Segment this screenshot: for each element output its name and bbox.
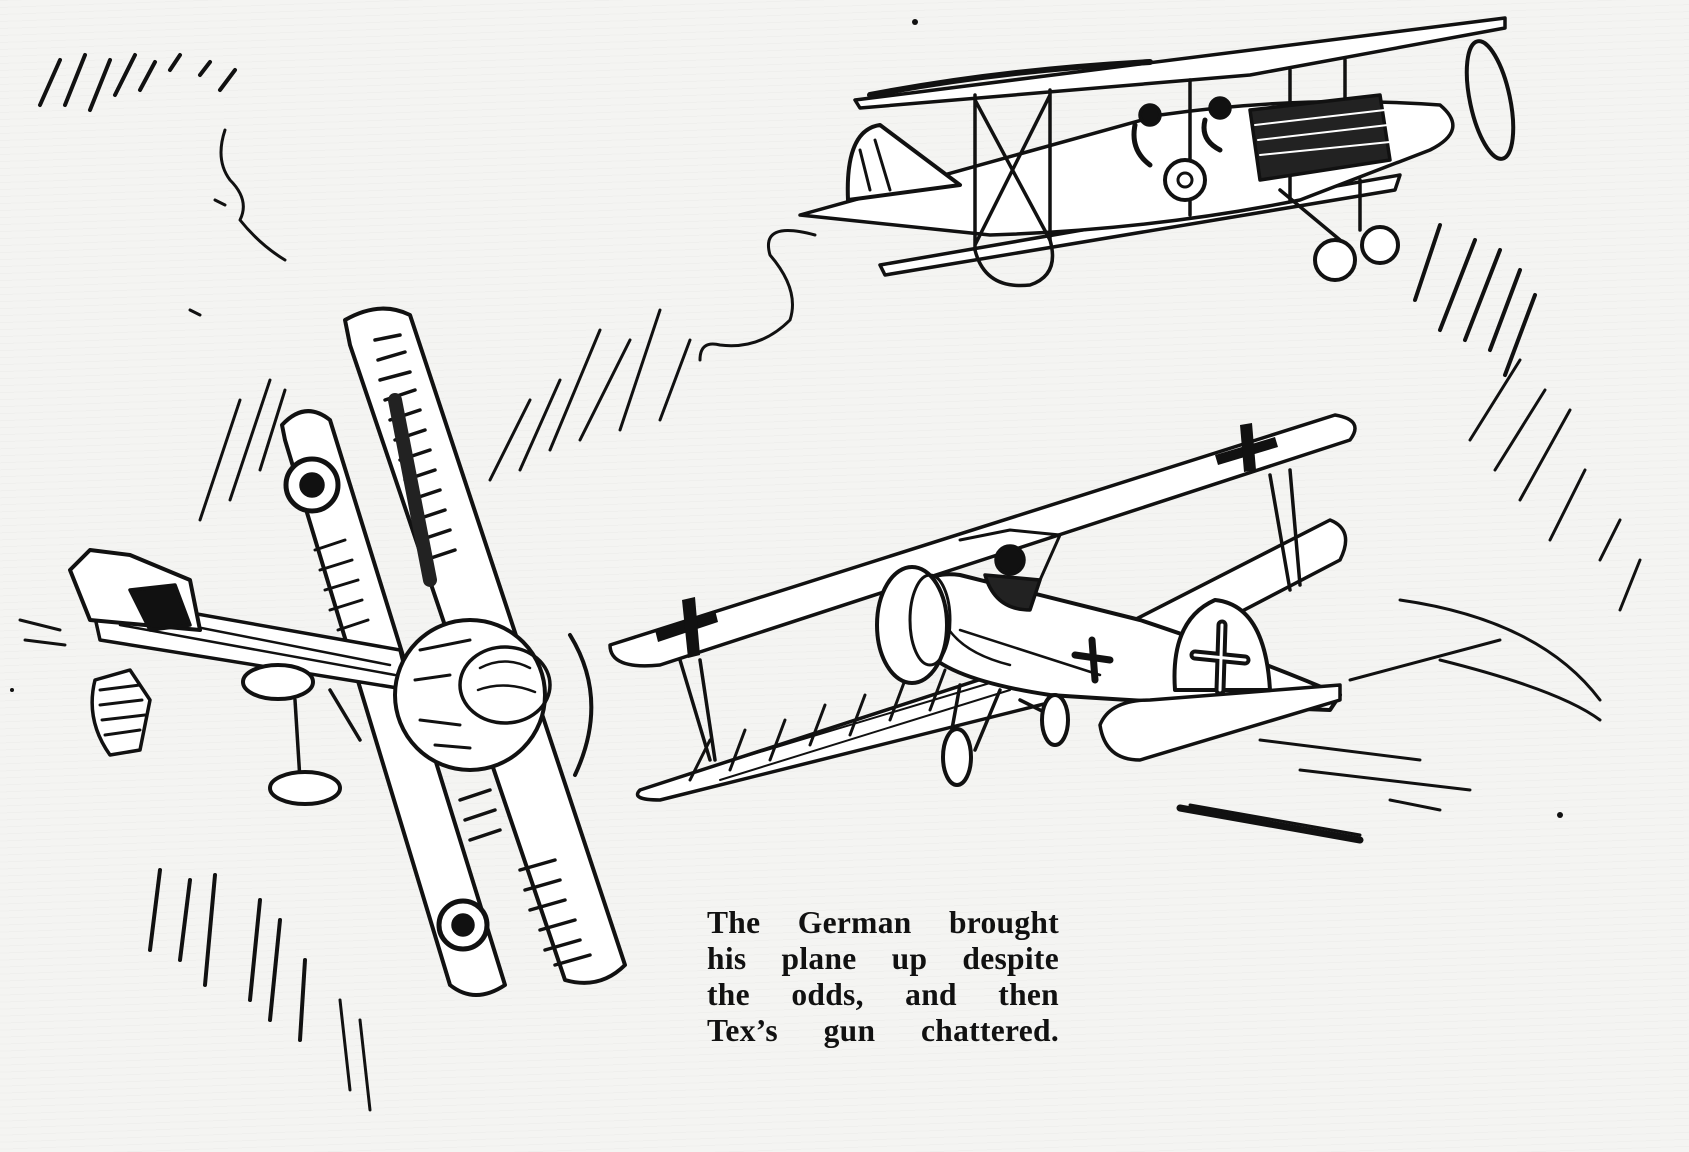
german-biplane — [608, 413, 1602, 844]
motion-lines — [38, 53, 1642, 1112]
smoke-trail — [698, 229, 817, 362]
iron-cross-icon — [655, 423, 1278, 658]
caption-line: his plane up despite — [707, 941, 1059, 976]
caption-line: the odds, and then — [707, 977, 1059, 1012]
upper-biplane — [798, 16, 1516, 288]
illustration-caption: The German brought his plane up despite … — [707, 905, 1059, 1049]
allied-biplane — [18, 306, 627, 997]
caption-line: The German brought — [707, 905, 1059, 940]
caption-line: Tex’s gun chattered. — [707, 1013, 1059, 1048]
